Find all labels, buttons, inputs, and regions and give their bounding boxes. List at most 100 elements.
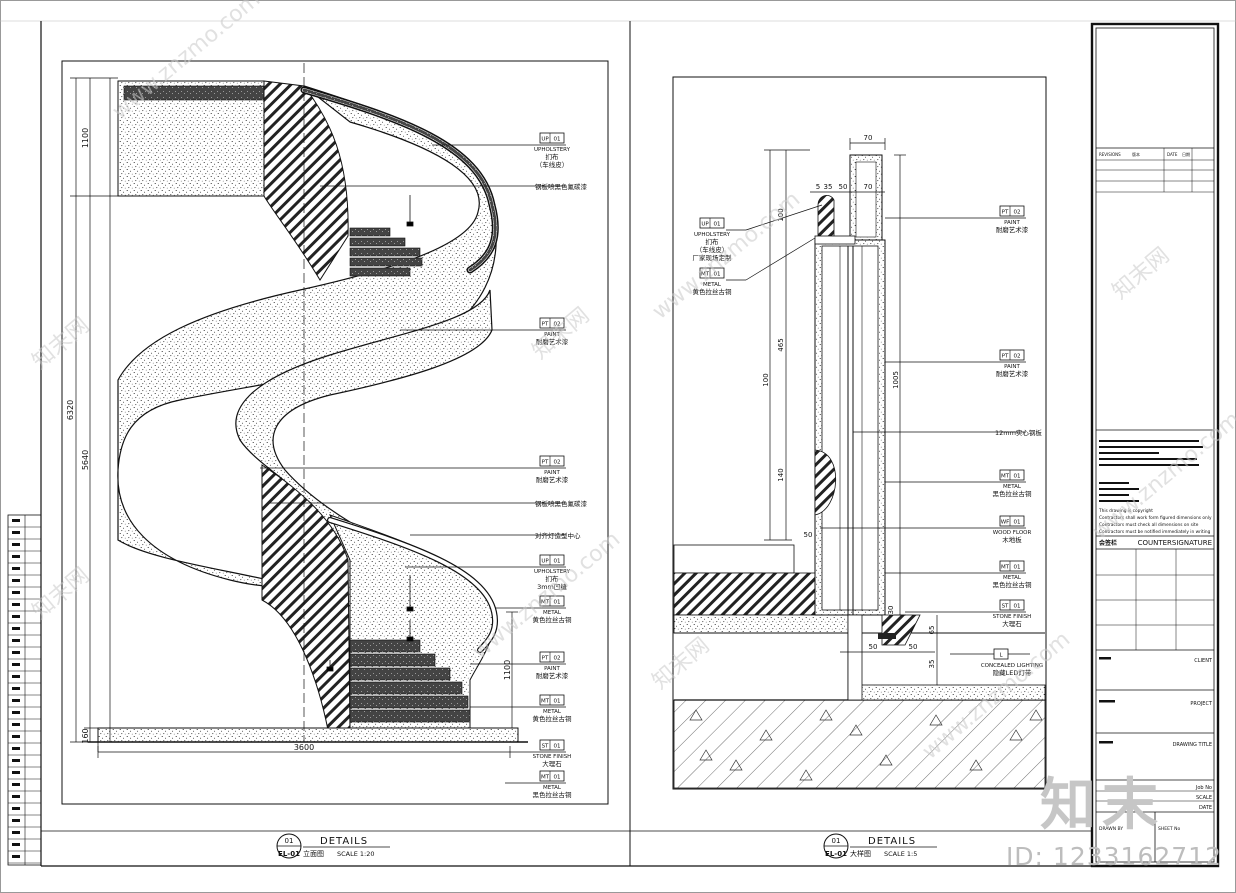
title-block: REVISIONS 版本 DATE 日期 This drawing is cop… <box>1090 22 1220 868</box>
tag-num: 01 <box>1014 520 1021 526</box>
dim-bottom: 160 <box>81 728 90 743</box>
strip-mark <box>12 687 20 690</box>
watermark-id: ID: 1233162712 <box>1005 842 1222 871</box>
strip-mark <box>12 723 20 726</box>
dim-total-height: 6320 <box>66 400 75 420</box>
tag-cn3: 厂家现场定制 <box>693 253 733 262</box>
dim-r-l: 50 <box>869 643 878 651</box>
watermark-logo: 知末 <box>1040 773 1164 838</box>
tag-code: WF <box>1001 520 1010 526</box>
tag-num: 01 <box>554 744 561 750</box>
left-detail-name: 立面图 <box>303 849 324 858</box>
tag-en: UPHOLSTERY <box>534 147 571 153</box>
tag-cn: 大理石 <box>542 759 562 768</box>
tag-code: MT <box>541 775 550 781</box>
dim-r-f: 465 <box>777 338 785 351</box>
tag-cn: 木地板 <box>1002 535 1022 544</box>
ground-aggregate <box>819 709 833 721</box>
right-detail-scale: SCALE 1:5 <box>884 850 917 858</box>
tag-cn: 耐磨艺术漆 <box>996 369 1029 378</box>
tag-cn: 对齐灯造型中心 <box>535 531 581 540</box>
left-detail-number: 01 <box>285 837 294 845</box>
tag-en: PAINT <box>1004 220 1020 226</box>
tag-num: 01 <box>554 699 561 705</box>
tag-en: CONCEALED LIGHTING <box>981 663 1043 669</box>
tag-num: 01 <box>1014 474 1021 480</box>
tag-en: UPHOLSTERY <box>694 232 731 238</box>
right-left-leaders <box>745 204 823 281</box>
dim-r-k: 30 <box>887 606 895 615</box>
left-tag-6: 对齐灯造型中心 <box>410 531 581 540</box>
dim-r-i: 100 <box>762 373 770 386</box>
strip-mark <box>12 747 20 750</box>
tag-code: PT <box>1002 210 1009 216</box>
tag-num: 01 <box>714 222 721 228</box>
strip-mark <box>12 519 20 522</box>
watermark-text: www.znzmo.com <box>648 187 805 325</box>
tag-num: 01 <box>554 559 561 565</box>
left-detail-scale: SCALE 1:20 <box>337 850 375 858</box>
tag-code: MT <box>541 699 550 705</box>
watermark-text: 知末网 <box>648 633 715 695</box>
tb-date-label: DATE <box>1167 152 1178 157</box>
tag-code: PT <box>542 460 549 466</box>
dim-width: 3600 <box>294 743 314 752</box>
tag-cn2: （车线皮） <box>536 160 569 169</box>
tag-cn: 黄色拉丝古铜 <box>533 714 573 723</box>
strip-mark <box>12 759 20 762</box>
tb-job-no: Job No <box>1195 785 1212 791</box>
tag-en: PAINT <box>544 666 560 672</box>
tag-en: METAL <box>1003 484 1022 490</box>
tag-code: PT <box>542 656 549 662</box>
left-detail-title: 01 EL-01 DETAILS 立面图 SCALE 1:20 <box>276 833 390 859</box>
ground-aggregate <box>799 769 813 781</box>
tb-client: CLIENT <box>1194 658 1213 664</box>
dim-r-o: 35 <box>928 660 936 669</box>
ground-aggregate <box>849 724 863 736</box>
dim-r-top: 70 <box>864 134 873 142</box>
tag-en: PAINT <box>544 470 560 476</box>
tag-num: 01 <box>714 272 721 278</box>
tag-en: METAL <box>1003 575 1022 581</box>
tag-code: ST <box>542 744 549 750</box>
tb-drawing-title: DRAWING TITLE <box>1173 742 1212 748</box>
strip-mark <box>12 807 20 810</box>
tag-num: 02 <box>554 322 561 328</box>
watermark-text: 知末网 <box>528 303 595 365</box>
dim-r-a: 5 <box>816 183 820 191</box>
strip-mark <box>12 591 20 594</box>
tag-cn: 黄色拉丝古铜 <box>693 287 733 296</box>
dim-r-j: 50 <box>804 531 813 539</box>
tag-num: 01 <box>1014 604 1021 610</box>
tag-en: STONE FINISH <box>993 614 1032 620</box>
ground-aggregate <box>689 709 703 721</box>
left-tag-2: 钢板喷黑色氟碳漆 <box>320 182 588 191</box>
tag-cn: 隐藏LED灯带 <box>993 668 1032 677</box>
tag-en: METAL <box>543 610 562 616</box>
strip-mark <box>12 615 20 618</box>
dim-lower: 1100 <box>503 660 512 680</box>
dim-r-m: 50 <box>909 643 918 651</box>
dim-r-c: 50 <box>839 183 848 191</box>
tag-en: METAL <box>543 709 562 715</box>
tag-code: PT <box>1002 354 1009 360</box>
tag-en: PAINT <box>544 332 560 338</box>
tag-en: STONE FINISH <box>533 754 572 760</box>
ground-aggregate <box>929 714 943 726</box>
tag-code: UP <box>541 137 549 143</box>
left-detail-ref: EL-01 <box>278 850 300 858</box>
strip-mark <box>12 627 20 630</box>
strip-mark <box>12 663 20 666</box>
tb-rev-cn: 版本 <box>1132 151 1140 157</box>
strip-mark <box>12 831 20 834</box>
tb-project: PROJECT <box>1190 701 1213 707</box>
strip-mark <box>12 639 20 642</box>
tag-cn: 黑色拉丝古铜 <box>533 790 573 799</box>
right-detail-section: 70 5 35 50 70 100 465 100 140 1005 50 30… <box>672 76 1047 790</box>
